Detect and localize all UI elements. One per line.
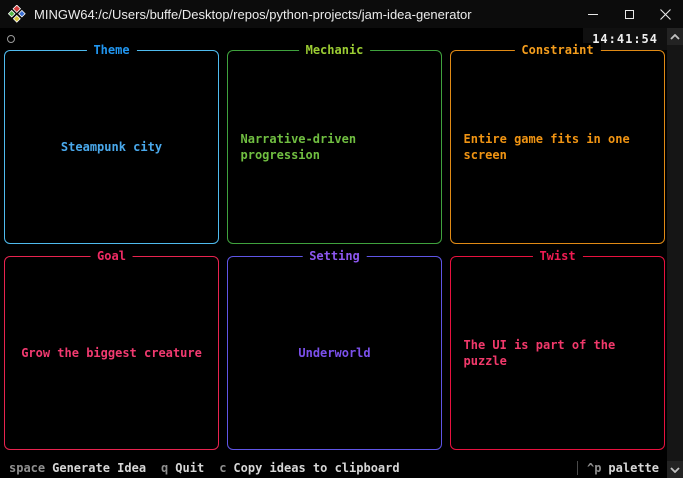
card-theme: Theme Steampunk city bbox=[4, 43, 219, 244]
binding-label: Copy ideas to clipboard bbox=[233, 461, 400, 475]
chevron-down-icon bbox=[670, 466, 680, 473]
binding-label: Generate Idea bbox=[52, 461, 147, 475]
card-title: Theme bbox=[86, 43, 137, 58]
card-text: Grow the biggest creature bbox=[21, 346, 202, 360]
msys2-app-icon bbox=[8, 5, 26, 23]
clock: 14:41:54 bbox=[583, 28, 667, 50]
spinner-indicator bbox=[7, 35, 15, 43]
terminal-body: 14:41:54 Theme Steampunk city Mechanic N… bbox=[0, 28, 683, 478]
scroll-down-button[interactable] bbox=[667, 461, 683, 478]
titlebar: MINGW64:/c/Users/buffe/Desktop/repos/pyt… bbox=[0, 0, 683, 28]
card-title: Constraint bbox=[514, 43, 601, 58]
binding-quit[interactable]: q Quit bbox=[161, 461, 204, 475]
maximize-icon bbox=[624, 9, 634, 19]
binding-command-palette[interactable]: ^p palette bbox=[587, 461, 659, 475]
binding-label: Quit bbox=[175, 461, 205, 475]
binding-copy-clipboard[interactable]: c Copy ideas to clipboard bbox=[219, 461, 399, 475]
close-button[interactable] bbox=[647, 0, 683, 28]
minimize-icon bbox=[588, 13, 598, 15]
card-setting: Setting Underworld bbox=[227, 249, 442, 450]
close-icon bbox=[659, 8, 671, 20]
status-row: 14:41:54 bbox=[0, 28, 667, 50]
chevron-up-icon bbox=[670, 33, 680, 40]
window-title: MINGW64:/c/Users/buffe/Desktop/repos/pyt… bbox=[34, 6, 472, 22]
binding-key: ^p bbox=[586, 461, 602, 475]
card-twist: Twist The UI is part of the puzzle bbox=[450, 249, 665, 450]
scrollbar-track[interactable] bbox=[667, 45, 683, 461]
scroll-up-button[interactable] bbox=[667, 28, 683, 45]
maximize-button[interactable] bbox=[611, 0, 647, 28]
card-text: The UI is part of the puzzle bbox=[463, 338, 616, 368]
binding-key: q bbox=[161, 461, 169, 475]
card-title: Twist bbox=[532, 249, 583, 264]
card-title: Goal bbox=[90, 249, 133, 264]
card-text: Entire game fits in one screen bbox=[463, 132, 630, 162]
idea-grid: Theme Steampunk city Mechanic Narrative-… bbox=[0, 43, 667, 458]
vertical-scrollbar[interactable] bbox=[667, 28, 683, 478]
card-constraint: Constraint Entire game fits in one scree… bbox=[450, 43, 665, 244]
binding-key: space bbox=[9, 461, 46, 475]
card-text: Steampunk city bbox=[60, 140, 163, 154]
footer-divider bbox=[576, 461, 578, 475]
binding-generate-idea[interactable]: space Generate Idea bbox=[9, 461, 146, 475]
card-text: Narrative-driven progression bbox=[240, 132, 357, 162]
card-title: Setting bbox=[302, 249, 367, 264]
card-text: Underworld bbox=[298, 346, 371, 360]
card-goal: Goal Grow the biggest creature bbox=[4, 249, 219, 450]
window-controls bbox=[575, 0, 683, 28]
app-content: 14:41:54 Theme Steampunk city Mechanic N… bbox=[0, 28, 667, 478]
minimize-button[interactable] bbox=[575, 0, 611, 28]
card-mechanic: Mechanic Narrative-driven progression bbox=[227, 43, 442, 244]
binding-label: palette bbox=[608, 461, 659, 475]
card-title: Mechanic bbox=[298, 43, 371, 58]
binding-key: c bbox=[219, 461, 227, 475]
footer-keybar: space Generate Idea q Quit c Copy ideas to … bbox=[0, 458, 667, 478]
